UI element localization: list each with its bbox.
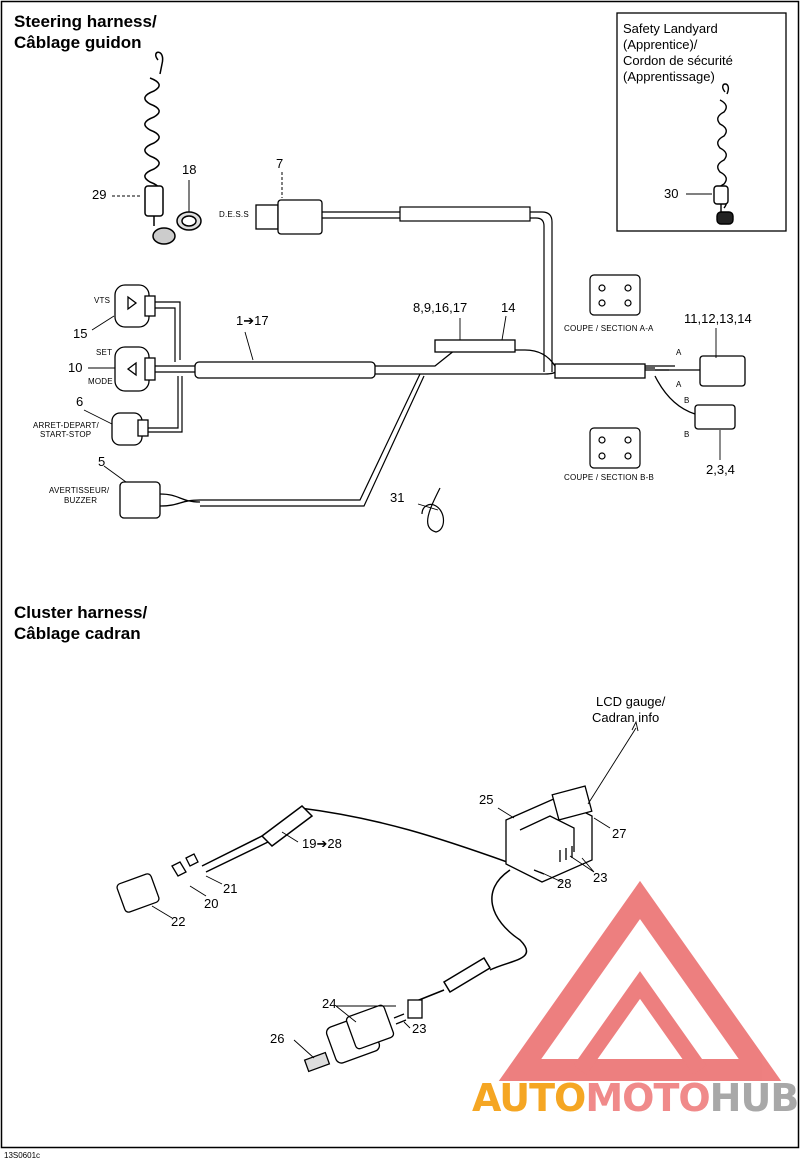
landyard-title-1: Safety Landyard bbox=[623, 21, 718, 36]
section-b-view bbox=[589, 427, 641, 469]
watermark-text: AUTOMOTOHUB bbox=[472, 1076, 800, 1120]
lcd-gauge bbox=[505, 720, 639, 883]
part-25: 25 bbox=[479, 792, 494, 807]
cable-tie-31 bbox=[421, 487, 445, 533]
part-22: 22 bbox=[171, 914, 186, 929]
part-14: 14 bbox=[501, 300, 516, 315]
part-29: 29 bbox=[92, 187, 107, 202]
part-23-upper: 23 bbox=[593, 870, 608, 885]
buzzer-label-en: BUZZER bbox=[64, 496, 98, 505]
watermark-moto: MOTO bbox=[585, 1076, 710, 1120]
buzzer-wire bbox=[200, 373, 425, 507]
connector-a bbox=[655, 355, 746, 387]
start-stop-label-en: START-STOP bbox=[40, 430, 92, 439]
part-7: 7 bbox=[276, 156, 284, 171]
watermark-auto: AUTO bbox=[472, 1076, 586, 1120]
part-27: 27 bbox=[612, 826, 627, 841]
part-18: 18 bbox=[182, 162, 197, 177]
part-20: 20 bbox=[204, 896, 219, 911]
main-trunk bbox=[194, 339, 675, 379]
section-a-view bbox=[589, 274, 641, 316]
leader-lines bbox=[83, 315, 721, 511]
buzzer bbox=[119, 481, 201, 519]
section-a-label: COUPE / SECTION A-A bbox=[564, 324, 654, 333]
marker-b-top: B bbox=[684, 396, 690, 405]
figure-code: 13S0601c bbox=[4, 1151, 41, 1160]
dess-wire bbox=[322, 206, 553, 372]
lcd-label-en: LCD gauge/ bbox=[596, 694, 666, 709]
steering-title-fr: Câblage guidon bbox=[14, 33, 142, 52]
part-19-28: 19➔28 bbox=[302, 836, 342, 851]
part-8-9-16-17: 8,9,16,17 bbox=[413, 300, 468, 315]
watermark-hub: HUB bbox=[709, 1076, 800, 1120]
marker-b-bottom: B bbox=[684, 430, 690, 439]
part-2-4: 2,3,4 bbox=[706, 462, 735, 477]
part-11-14: 11,12,13,14 bbox=[684, 311, 752, 326]
switch-set-mode bbox=[114, 346, 156, 392]
steering-title-en: Steering harness/ bbox=[14, 12, 157, 31]
switch-start-stop bbox=[111, 412, 149, 446]
part-26: 26 bbox=[270, 1031, 285, 1046]
part-10: 10 bbox=[68, 360, 83, 375]
part-24: 24 bbox=[322, 996, 337, 1011]
part-30: 30 bbox=[664, 186, 679, 201]
section-b-label: COUPE / SECTION B-B bbox=[564, 473, 655, 482]
part-1-17: 1➔17 bbox=[236, 313, 269, 328]
part-23-lower: 23 bbox=[412, 1021, 427, 1036]
part-15: 15 bbox=[73, 326, 88, 341]
vts-label: VTS bbox=[94, 296, 111, 305]
marker-a-bottom: A bbox=[676, 380, 682, 389]
switch-vts bbox=[114, 284, 156, 328]
landyard-title-2: (Apprentice)/ bbox=[623, 37, 698, 52]
dess-label: D.E.S.S bbox=[219, 210, 249, 219]
marker-a-top: A bbox=[676, 348, 682, 357]
switch-wires bbox=[148, 301, 195, 433]
cluster-parts bbox=[116, 846, 573, 1073]
start-stop-label-fr: ARRET-DEPART/ bbox=[33, 421, 99, 430]
part-5: 5 bbox=[98, 454, 106, 469]
ring-18 bbox=[176, 180, 202, 231]
dess-connector bbox=[255, 172, 323, 235]
cluster-wiring bbox=[201, 805, 528, 1003]
buzzer-label-fr: AVERTISSEUR/ bbox=[49, 486, 110, 495]
mode-label: MODE bbox=[88, 377, 113, 386]
landyard-box bbox=[616, 12, 787, 232]
landyard-title-4: (Apprentissage) bbox=[623, 69, 715, 84]
lcd-label-fr: Cadran info bbox=[592, 710, 660, 725]
lanyard-29 bbox=[112, 51, 176, 245]
landyard-title-3: Cordon de sécurité bbox=[623, 53, 733, 68]
landyard-coil bbox=[686, 83, 734, 225]
part-28: 28 bbox=[557, 876, 572, 891]
cluster-leaders bbox=[151, 807, 611, 1059]
part-21: 21 bbox=[223, 881, 238, 896]
part-31: 31 bbox=[390, 490, 405, 505]
set-label: SET bbox=[96, 348, 113, 357]
connector-b bbox=[654, 375, 736, 430]
part-6: 6 bbox=[76, 394, 84, 409]
watermark-logo bbox=[498, 880, 782, 1081]
cluster-title-fr: Câblage cadran bbox=[14, 624, 141, 643]
cluster-title-en: Cluster harness/ bbox=[14, 603, 148, 622]
